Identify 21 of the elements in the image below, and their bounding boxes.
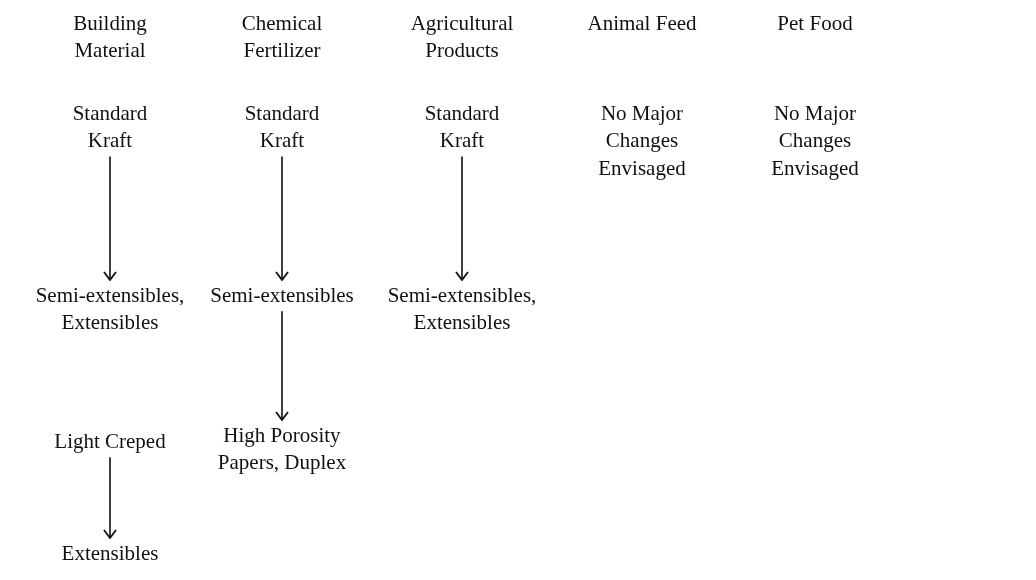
column-heading: Agricultural Products xyxy=(409,10,515,65)
arrow xyxy=(103,155,117,281)
column-heading: Animal Feed xyxy=(587,10,697,37)
column-heading: Chemical Fertilizer xyxy=(240,10,324,65)
stage-text: Light Creped xyxy=(54,428,166,456)
arrow xyxy=(275,310,289,421)
stage-text: Semi-extensibles xyxy=(210,282,354,310)
stage-text: Standard Kraft xyxy=(50,100,170,155)
arrow xyxy=(455,155,469,281)
stage-text: High Porosity Papers, Duplex xyxy=(202,422,362,477)
stage-text: Extensibles xyxy=(61,540,159,568)
stage-text: Standard Kraft xyxy=(402,100,522,155)
column-heading: Building Material xyxy=(72,10,148,65)
note-text: No Major Changes Envisaged xyxy=(770,100,860,182)
stage-text: Semi-extensibles, Extensibles xyxy=(20,282,200,337)
arrow xyxy=(103,456,117,539)
column-heading: Pet Food xyxy=(777,10,853,37)
stage-text: Standard Kraft xyxy=(222,100,342,155)
note-text: No Major Changes Envisaged xyxy=(597,100,687,182)
stage-text: Semi-extensibles, Extensibles xyxy=(372,282,552,337)
arrow xyxy=(275,155,289,281)
